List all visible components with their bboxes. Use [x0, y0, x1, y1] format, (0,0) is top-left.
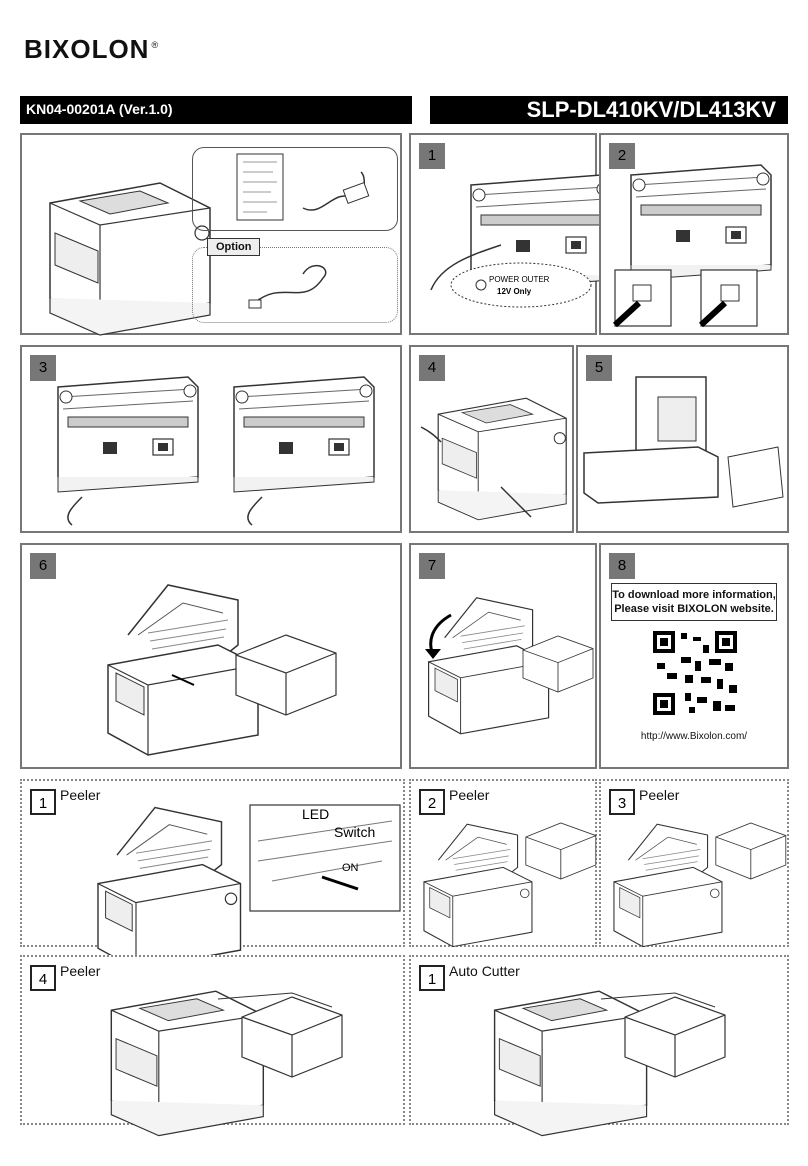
- peeler-step-2-panel: 2 Peeler: [409, 779, 597, 948]
- peeler-step-1-panel: 1 Peeler LED Switch ON: [20, 779, 405, 970]
- logo-text: BIXOLON: [24, 34, 150, 64]
- cable-connection-illustration: [57, 376, 375, 526]
- peeler-title: Peeler: [639, 787, 680, 803]
- load-media-illustration: [583, 376, 784, 508]
- info-line-1: To download more information,: [612, 589, 776, 601]
- usb-cable-illustration: [248, 264, 327, 309]
- contents-box: [192, 147, 398, 231]
- step-number: 1: [419, 143, 445, 169]
- step-number: 2: [609, 143, 635, 169]
- auto-cutter-step-1-panel: 1 Auto Cutter: [409, 955, 789, 1137]
- step-4-panel: 4: [409, 345, 574, 533]
- contents-panel: Option: [20, 133, 402, 336]
- peeler-title: Peeler: [449, 787, 490, 803]
- step-number: 8: [609, 553, 635, 579]
- step-number: 7: [419, 553, 445, 579]
- peeler-title: Peeler: [60, 787, 101, 803]
- peeler-print-illustration: [110, 990, 343, 1137]
- sticker-line-1: POWER OUTER: [489, 275, 550, 284]
- auto-cutter-title: Auto Cutter: [449, 963, 520, 979]
- sticker-line-2: 12V Only: [497, 287, 532, 296]
- peeler-open-illustration: LED Switch ON: [97, 804, 401, 970]
- on-label: ON: [342, 862, 359, 874]
- open-cover-illustration: [420, 397, 567, 521]
- step-5-panel: 5: [576, 345, 789, 533]
- model-name: SLP-DL410KV/DL413KV: [526, 97, 776, 122]
- title-separator: [412, 96, 430, 124]
- peeler-title: Peeler: [60, 963, 101, 979]
- step-6-panel: 6: [20, 543, 402, 769]
- info-line-2: Please visit BIXOLON website.: [614, 603, 774, 615]
- registered-mark: ®: [151, 40, 160, 51]
- step-3-panel: 3: [20, 345, 402, 533]
- peeler-step-3-panel: 3 Peeler: [599, 779, 789, 948]
- peeler-step-4-panel: 4 Peeler: [20, 955, 405, 1137]
- step-number: 2: [419, 789, 445, 815]
- step-1-panel: 1 POWER OUTER 12V Only: [409, 133, 612, 335]
- step-number: 4: [30, 965, 56, 991]
- qr-code[interactable]: [601, 545, 791, 771]
- step-number: 1: [30, 789, 56, 815]
- peeler-close-illustration: [423, 822, 597, 948]
- step-number: 6: [30, 553, 56, 579]
- step-number: 3: [30, 355, 56, 381]
- info-box: To download more information, Please vis…: [611, 583, 777, 621]
- option-box: Option: [192, 238, 398, 323]
- title-bar: KN04-00201A (Ver.1.0) SLP-DL410KV/DL413K…: [20, 96, 788, 124]
- media-path-illustration: [107, 584, 337, 756]
- bixolon-logo: BIXOLON®: [24, 34, 159, 65]
- close-cover-illustration: [425, 597, 594, 735]
- led-label: LED: [302, 806, 329, 822]
- switch-label: Switch: [334, 824, 375, 840]
- peeler-push-illustration: [613, 822, 787, 948]
- power-connection-illustration: POWER OUTER 12V Only: [430, 174, 612, 308]
- auto-cutter-illustration: [493, 990, 726, 1137]
- step-8-panel: 8 To download more information, Please v…: [599, 543, 789, 769]
- step-number: 3: [609, 789, 635, 815]
- step-number: 5: [586, 355, 612, 381]
- step-number: 4: [419, 355, 445, 381]
- power-switch-illustration: [612, 164, 772, 328]
- website-link[interactable]: http://www.Bixolon.com/: [640, 731, 748, 742]
- option-label: Option: [207, 238, 261, 256]
- document-id: KN04-00201A (Ver.1.0): [26, 101, 173, 117]
- manual-and-adapter-illustration: [236, 153, 370, 221]
- step-number: 1: [419, 965, 445, 991]
- step-2-panel: 2: [599, 133, 789, 335]
- step-7-panel: 7: [409, 543, 597, 769]
